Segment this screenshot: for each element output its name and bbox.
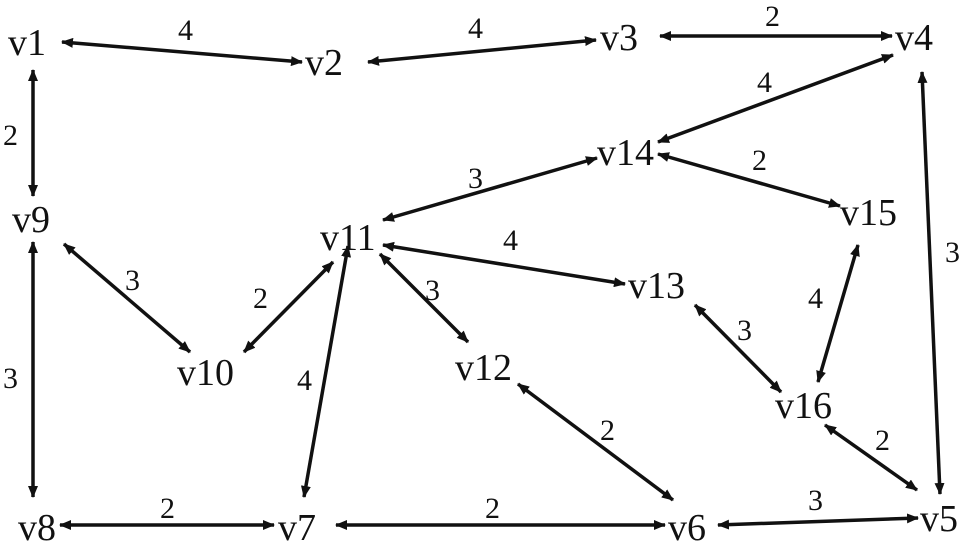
node-v1: v1 (8, 22, 46, 64)
edge-weight-v3-v4: 2 (765, 0, 780, 33)
node-v9: v9 (12, 199, 50, 241)
node-v10: v10 (177, 352, 234, 394)
edge-v1-v2 (61, 37, 303, 67)
edge-weight-v4-v14: 4 (757, 66, 772, 99)
edge-weight-v11-v12: 3 (425, 274, 440, 307)
edge-v11-v12 (378, 252, 470, 344)
edge-v16-v5 (823, 423, 919, 492)
edge-weight-v7-v6: 2 (485, 492, 500, 525)
edge-v2-v3 (367, 36, 597, 66)
node-v12: v12 (455, 347, 512, 389)
edge-weight-v14-v15: 2 (752, 144, 767, 177)
edge-weight-v13-v16: 3 (737, 314, 752, 347)
edge-weight-v6-v5: 3 (808, 484, 823, 517)
edge-weight-v14-v11: 3 (468, 162, 483, 195)
edge-weight-v15-v16: 4 (808, 282, 823, 315)
node-v13: v13 (628, 265, 685, 307)
edge-weight-v1-v9: 2 (3, 119, 18, 152)
edge-weight-v2-v3: 4 (468, 12, 483, 45)
edge-v6-v5 (717, 513, 919, 530)
node-v8: v8 (18, 507, 56, 546)
node-v11: v11 (320, 217, 376, 259)
node-v6: v6 (668, 507, 706, 546)
edge-v11-v7 (300, 245, 352, 498)
edge-v14-v11 (382, 156, 598, 222)
node-layer: v1 v2 v3 v4 v5 v6 v7 v8 v9 v10 v11 v12 v13 v14 v15 v16 (8, 17, 958, 546)
node-v15: v15 (840, 192, 897, 234)
edge-weight-v16-v5: 2 (875, 424, 890, 457)
edge-v15-v16 (816, 244, 860, 383)
edge-weight-v8-v7: 2 (160, 492, 175, 525)
edge-weight-v11-v7: 4 (297, 364, 312, 397)
edge-v13-v16 (693, 303, 783, 394)
node-v7: v7 (278, 507, 316, 546)
node-v2: v2 (305, 42, 343, 84)
node-v5: v5 (920, 498, 958, 540)
edge-weight-v9-v10: 3 (125, 264, 140, 297)
edge-weight-v4-v5: 3 (945, 236, 960, 269)
edge-weight-v11-v13: 4 (503, 224, 518, 257)
edge-weight-v9-v8: 3 (3, 362, 18, 395)
node-v3: v3 (600, 17, 638, 59)
edge-layer (28, 31, 945, 530)
edge-weight-v10-v11: 2 (253, 282, 268, 315)
node-v16: v16 (775, 385, 832, 427)
edge-v11-v13 (382, 241, 626, 288)
edge-v4-v5 (917, 71, 945, 495)
edge-v12-v6 (516, 382, 675, 502)
edge-weight-v1-v2: 4 (178, 14, 193, 47)
edge-v4-v14 (657, 53, 894, 144)
edge-v9-v10 (62, 242, 192, 354)
edge-v14-v15 (657, 152, 841, 208)
node-v14: v14 (597, 132, 654, 174)
edge-weight-v12-v6: 2 (600, 414, 615, 447)
node-v4: v4 (895, 17, 933, 59)
